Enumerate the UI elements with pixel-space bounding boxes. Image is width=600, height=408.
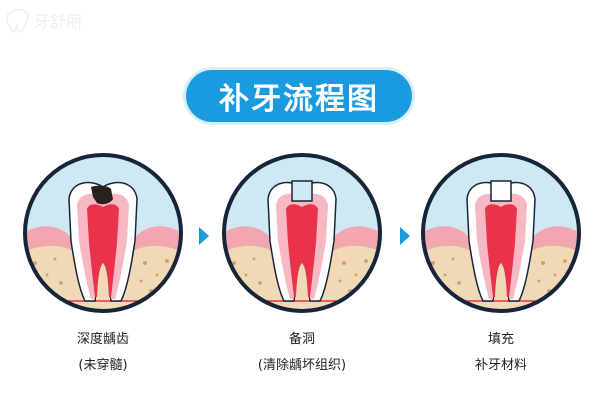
- step-3-sublabel: 补牙材料: [474, 358, 527, 373]
- chevron-right-icon: [400, 227, 410, 245]
- logo-watermark: 牙舒丽: [6, 9, 82, 33]
- step-2-illustration: [220, 151, 384, 315]
- chevron-right-icon: [199, 227, 209, 245]
- step-1-label: 深度龋齿: [76, 332, 129, 347]
- page-title: 补牙流程图: [186, 70, 412, 122]
- step-2-label: 备洞: [288, 332, 315, 347]
- step-2-sublabel: (清除龋坏组织): [257, 358, 347, 373]
- tooth-icon: [466, 180, 536, 302]
- step-1-sublabel: (未穿髓): [78, 358, 128, 373]
- step-3-illustration: [419, 151, 583, 315]
- watermark-text: 牙舒丽: [34, 12, 82, 31]
- tooth-icon: [267, 180, 337, 302]
- step-1-illustration: [21, 151, 185, 315]
- tooth-icon: [68, 181, 138, 302]
- step-3-label: 填充: [487, 332, 514, 347]
